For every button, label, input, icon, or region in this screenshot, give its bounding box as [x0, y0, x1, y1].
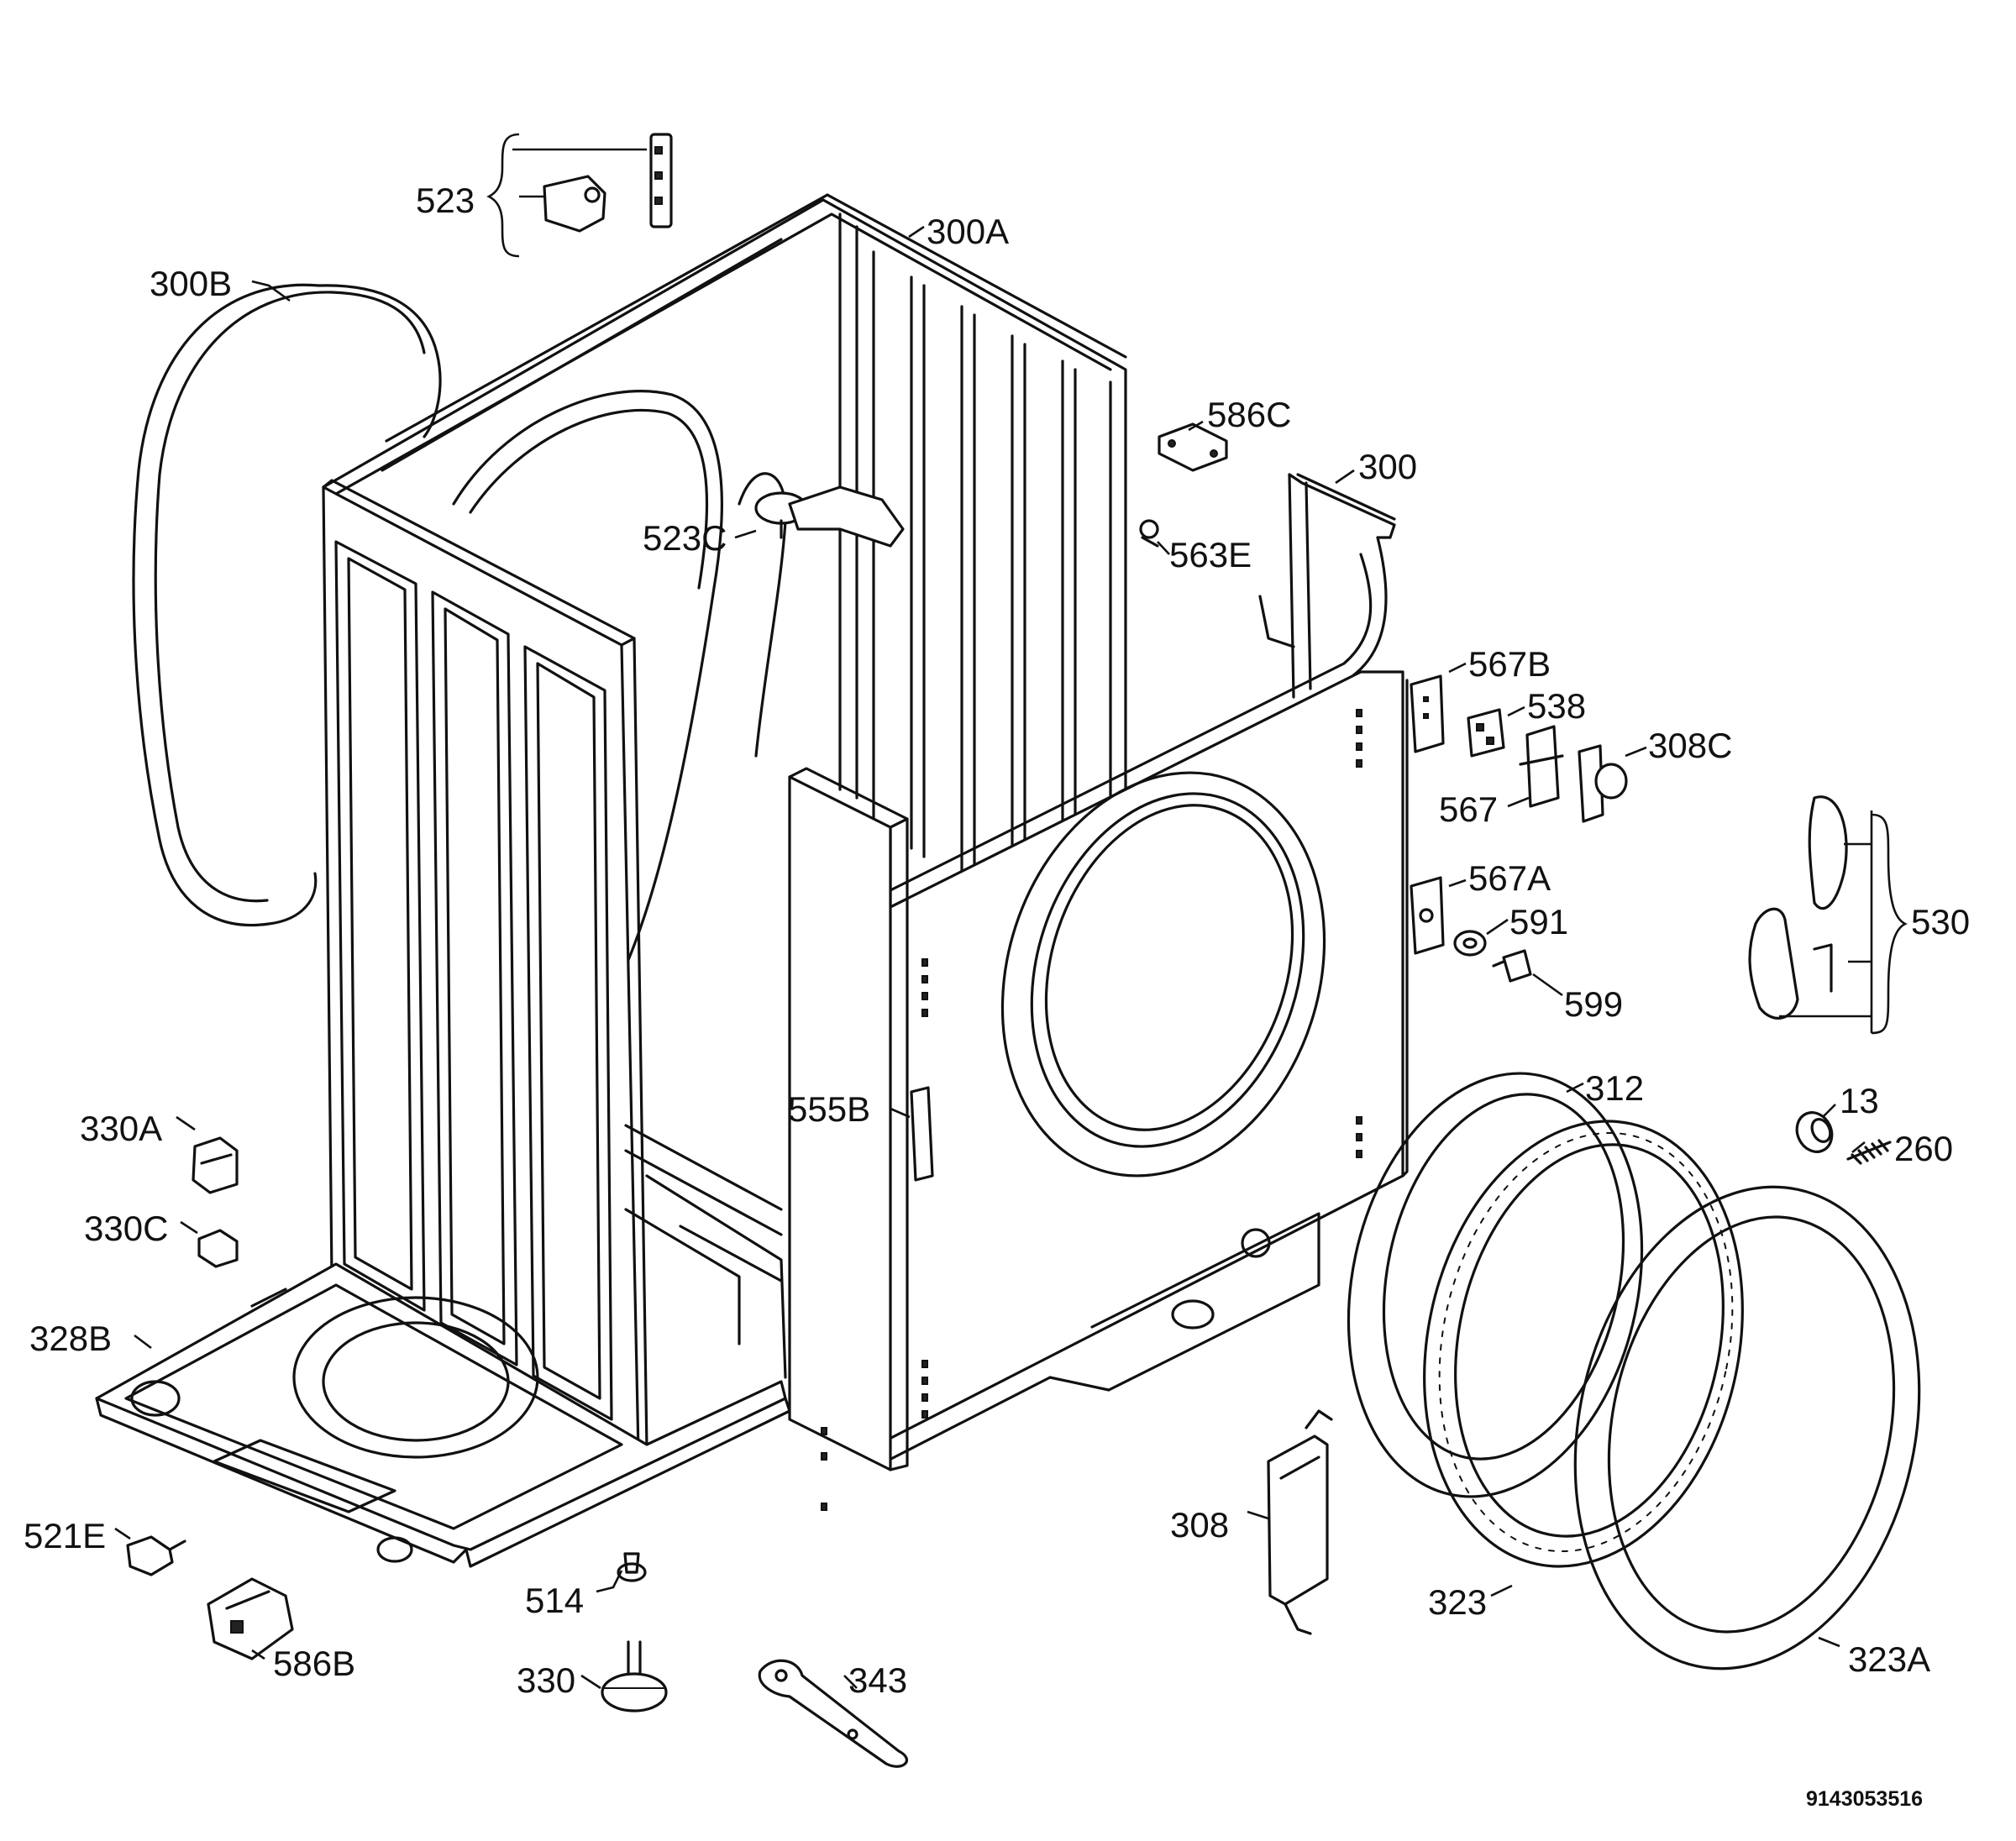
callout-330a: 330A [80, 1109, 162, 1148]
part-530-door-handle [1748, 795, 1873, 1033]
callout-328b: 328B [29, 1319, 112, 1358]
callout-538: 538 [1527, 686, 1586, 726]
callout-308c: 308C [1648, 726, 1732, 765]
part-567b-cover [1410, 674, 1445, 753]
callout-308: 308 [1170, 1505, 1229, 1545]
callout-labels: 523 300A 300B 586C 300 523C 563E 567B 53… [24, 181, 1970, 1700]
part-523-bracket [512, 133, 673, 233]
callout-323: 323 [1428, 1582, 1487, 1622]
part-13-bushing [1795, 1111, 1834, 1153]
part-586b-pump [207, 1577, 294, 1660]
callout-586b: 586B [273, 1644, 355, 1683]
part-328b-base-plate [95, 1262, 791, 1568]
callout-300a: 300A [927, 212, 1009, 251]
part-538-hinge-plate [1467, 708, 1505, 758]
part-567-hinge [1519, 725, 1564, 808]
part-591-washer [1453, 930, 1487, 957]
part-inner-floor-rails [624, 1124, 787, 1379]
part-521e-valve [126, 1535, 186, 1576]
callout-599: 599 [1564, 984, 1623, 1024]
callout-330c: 330C [84, 1209, 168, 1248]
callout-323a: 323A [1848, 1639, 1930, 1679]
callout-555b: 555B [788, 1089, 870, 1129]
callout-260: 260 [1894, 1129, 1953, 1168]
part-599-knob [1492, 949, 1532, 983]
part-330-foot-adjuster [601, 1640, 668, 1712]
part-308c-lock [1578, 744, 1628, 823]
callout-567a: 567A [1468, 858, 1551, 898]
callout-591: 591 [1509, 902, 1568, 941]
part-300-front-panel [788, 473, 1409, 1511]
part-343-wrench [758, 1659, 908, 1768]
callout-514: 514 [525, 1581, 584, 1620]
leader-lines [114, 225, 1866, 1690]
part-300b-door-seal [132, 283, 442, 926]
callout-523c: 523C [643, 518, 727, 558]
callout-586c: 586C [1207, 395, 1291, 434]
part-308-door-lock [1267, 1409, 1333, 1635]
callout-567: 567 [1439, 789, 1498, 829]
callout-530: 530 [1911, 902, 1970, 941]
part-514-cap [617, 1552, 647, 1582]
front-panel-holes [821, 709, 1362, 1511]
part-323a-door-outer-ring [1573, 1185, 1921, 1671]
part-586c-clip [1158, 422, 1228, 472]
callout-567b: 567B [1468, 644, 1551, 684]
part-523c-latch [754, 485, 905, 548]
part-567a-pad [1410, 876, 1445, 955]
part-563e-screw [1139, 519, 1159, 548]
callout-300b: 300B [150, 264, 232, 303]
callout-300: 300 [1358, 447, 1417, 486]
part-330a-foot [192, 1136, 239, 1194]
callout-521e: 521E [24, 1516, 106, 1555]
document-number: 9143053516 [1806, 1787, 1923, 1811]
callout-523: 523 [416, 181, 475, 220]
callout-343: 343 [848, 1660, 907, 1700]
brace-523 [486, 133, 520, 258]
part-300a-cabinet-frame [322, 193, 1127, 1136]
brace-530 [1871, 813, 1908, 1035]
part-260-spring [1846, 1139, 1892, 1165]
part-323-door-frame [1423, 1120, 1744, 1568]
callout-312: 312 [1585, 1068, 1644, 1108]
callout-13: 13 [1840, 1081, 1879, 1120]
part-330c-nut [197, 1229, 239, 1268]
callout-330: 330 [517, 1660, 575, 1700]
callout-563e: 563E [1169, 535, 1252, 574]
